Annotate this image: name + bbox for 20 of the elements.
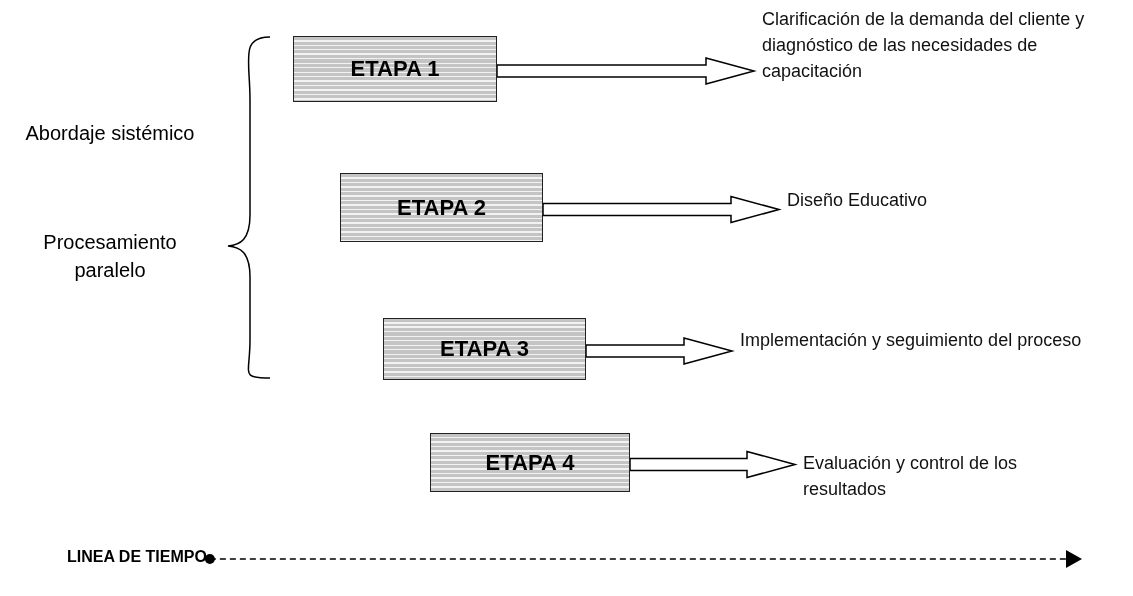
stage-box (340, 173, 543, 242)
stage-label: ETAPA 2 (397, 194, 486, 221)
block-arrow (585, 337, 735, 365)
side-note: Abordaje sistémico (24, 121, 196, 146)
stage-description: Evaluación y control de los resultados (803, 452, 1019, 501)
block-arrow (542, 195, 782, 224)
stage-label: ETAPA 3 (440, 336, 529, 362)
stage-description: Implementación y seguimiento del proceso (740, 329, 1082, 352)
stage-box (383, 318, 586, 380)
timeline-label: LINEA DE TIEMPO (67, 547, 207, 567)
block-arrow (629, 450, 798, 479)
stage-label: ETAPA 4 (485, 449, 575, 476)
side-note: Procesamiento paralelo (42, 230, 178, 283)
stage-description: Diseño Educativo (787, 189, 928, 212)
timeline-arrow (204, 550, 1082, 568)
stage-description: Clarificación de la demanda del cliente y diagnóstico de las necesidades de capacitación (762, 8, 1086, 83)
stage-box (430, 433, 630, 492)
stage-box (293, 36, 497, 102)
block-arrow (496, 57, 757, 85)
stage-label: ETAPA 1 (350, 56, 440, 82)
